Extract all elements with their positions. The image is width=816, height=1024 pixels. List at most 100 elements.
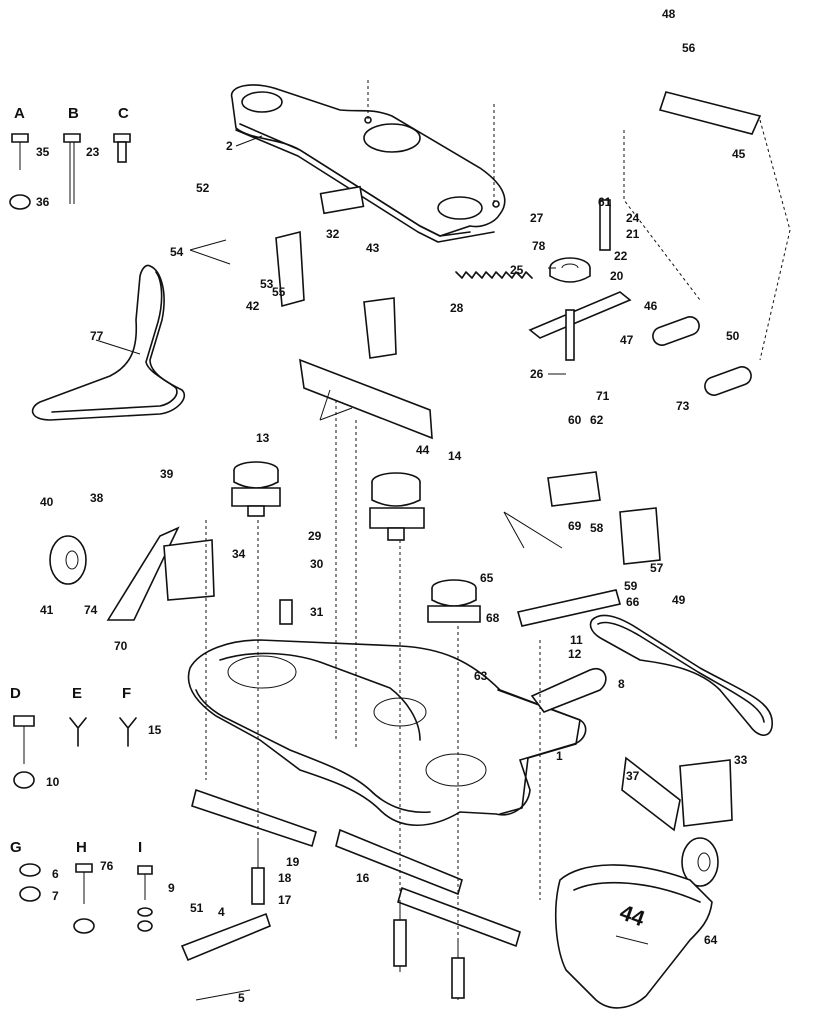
wheel-40-left xyxy=(49,535,87,585)
callout: 12 xyxy=(568,647,582,661)
spindle-hardware xyxy=(251,199,611,1000)
callout: 5 xyxy=(238,991,245,1005)
spring-27 xyxy=(455,271,533,279)
callout: 64 xyxy=(704,933,718,947)
callout: 1 xyxy=(556,749,563,763)
pulley-24-idler xyxy=(549,257,591,283)
callout: 6 xyxy=(52,867,59,881)
callout: 57 xyxy=(650,561,664,575)
blade-15-center xyxy=(335,828,463,896)
blade-15-right xyxy=(397,886,521,948)
callout: 55 xyxy=(272,285,286,299)
callout: 69 xyxy=(568,519,582,533)
callout: 31 xyxy=(310,605,324,619)
callout: 16 xyxy=(356,871,370,885)
legend-letter-b: B xyxy=(68,105,79,122)
bracket-44 xyxy=(658,91,762,135)
bracket-41-right xyxy=(363,297,397,359)
callout: 61 xyxy=(598,195,612,209)
belt-48 xyxy=(589,614,773,736)
callout: 71 xyxy=(596,389,610,403)
callout: 47 xyxy=(620,333,634,347)
callout: 41 xyxy=(40,603,54,617)
belt-guide-8 xyxy=(530,667,607,713)
callout: 18 xyxy=(278,871,292,885)
callout: 14 xyxy=(448,449,462,463)
bracket-56 xyxy=(619,507,661,565)
callout: 29 xyxy=(308,529,322,543)
callout: 68 xyxy=(486,611,500,625)
callout: 48 xyxy=(662,7,676,21)
callout: 58 xyxy=(590,521,604,535)
callout: 51 xyxy=(190,901,204,915)
callout: 9 xyxy=(168,881,175,895)
callout: 70 xyxy=(114,639,128,653)
callout: 77 xyxy=(90,329,104,343)
wheel-bracket-32 xyxy=(679,759,733,827)
callout: 4 xyxy=(218,905,225,919)
callout: 30 xyxy=(310,557,324,571)
callout: 36 xyxy=(36,195,50,209)
callout: 45 xyxy=(732,147,746,161)
callout: 53 xyxy=(260,277,274,291)
callout: 50 xyxy=(726,329,740,343)
callout: 2 xyxy=(226,139,233,153)
callout: 59 xyxy=(624,579,638,593)
legend-hardware-key: A B C D E F G H I xyxy=(9,105,153,934)
legend-letter-c: C xyxy=(118,105,129,122)
belt-76 xyxy=(31,264,185,421)
mower-deck xyxy=(187,639,587,827)
blade-15-left xyxy=(191,788,317,848)
callout: 62 xyxy=(590,413,604,427)
callout: 27 xyxy=(530,211,544,225)
callout: 46 xyxy=(644,299,658,313)
idler-arm-19 xyxy=(528,291,632,339)
callout: 63 xyxy=(474,669,488,683)
callout: 34 xyxy=(232,547,246,561)
callout: 24 xyxy=(626,211,640,225)
callout: 7 xyxy=(52,889,59,903)
wheel-bracket-33 xyxy=(163,539,215,601)
callout: 22 xyxy=(614,249,628,263)
callout: 26 xyxy=(530,367,544,381)
callout: 74 xyxy=(84,603,98,617)
callout: 19 xyxy=(286,855,300,869)
callout: 66 xyxy=(626,595,640,609)
callout: 40 xyxy=(40,495,54,509)
wheel-40-right xyxy=(681,837,719,887)
callout: 20 xyxy=(610,269,624,283)
callout: 44 xyxy=(416,443,430,457)
callout: 43 xyxy=(366,241,380,255)
callout: 33 xyxy=(734,753,748,767)
callout: 23 xyxy=(86,145,100,159)
part-callouts: 1 2 4 5 6 7 8 9 10 11 12 13 14 15 16 17 … xyxy=(36,7,748,1005)
bracket-41-left xyxy=(275,230,305,308)
link-45-upper xyxy=(652,316,700,346)
link-45-lower xyxy=(704,366,752,396)
wheel-bracket-36-right xyxy=(621,756,681,832)
callout: 21 xyxy=(626,227,640,241)
wheel-bracket-36-left xyxy=(106,526,180,621)
legend-letter-a: A xyxy=(14,105,25,122)
callout: 13 xyxy=(256,431,270,445)
callout: 49 xyxy=(672,593,686,607)
bracket-68 xyxy=(547,471,601,507)
callout: 39 xyxy=(160,467,174,481)
bracket-65 xyxy=(516,589,622,627)
plate-31 xyxy=(319,185,365,215)
callout: 52 xyxy=(196,181,210,195)
pulley-12-left xyxy=(231,461,281,517)
callout: 54 xyxy=(170,245,184,259)
callout: 42 xyxy=(246,299,260,313)
callout: 25 xyxy=(510,263,524,277)
leader-lines xyxy=(95,135,649,1001)
pulley-12-right xyxy=(427,579,481,623)
discharge-chute: 44 xyxy=(554,864,713,1009)
callout: 76 xyxy=(100,859,114,873)
callout: 35 xyxy=(36,145,50,159)
callout: 65 xyxy=(480,571,494,585)
legend-letter-g: G xyxy=(10,839,22,856)
legend-letter-f: F xyxy=(122,685,131,702)
callout: 28 xyxy=(450,301,464,315)
